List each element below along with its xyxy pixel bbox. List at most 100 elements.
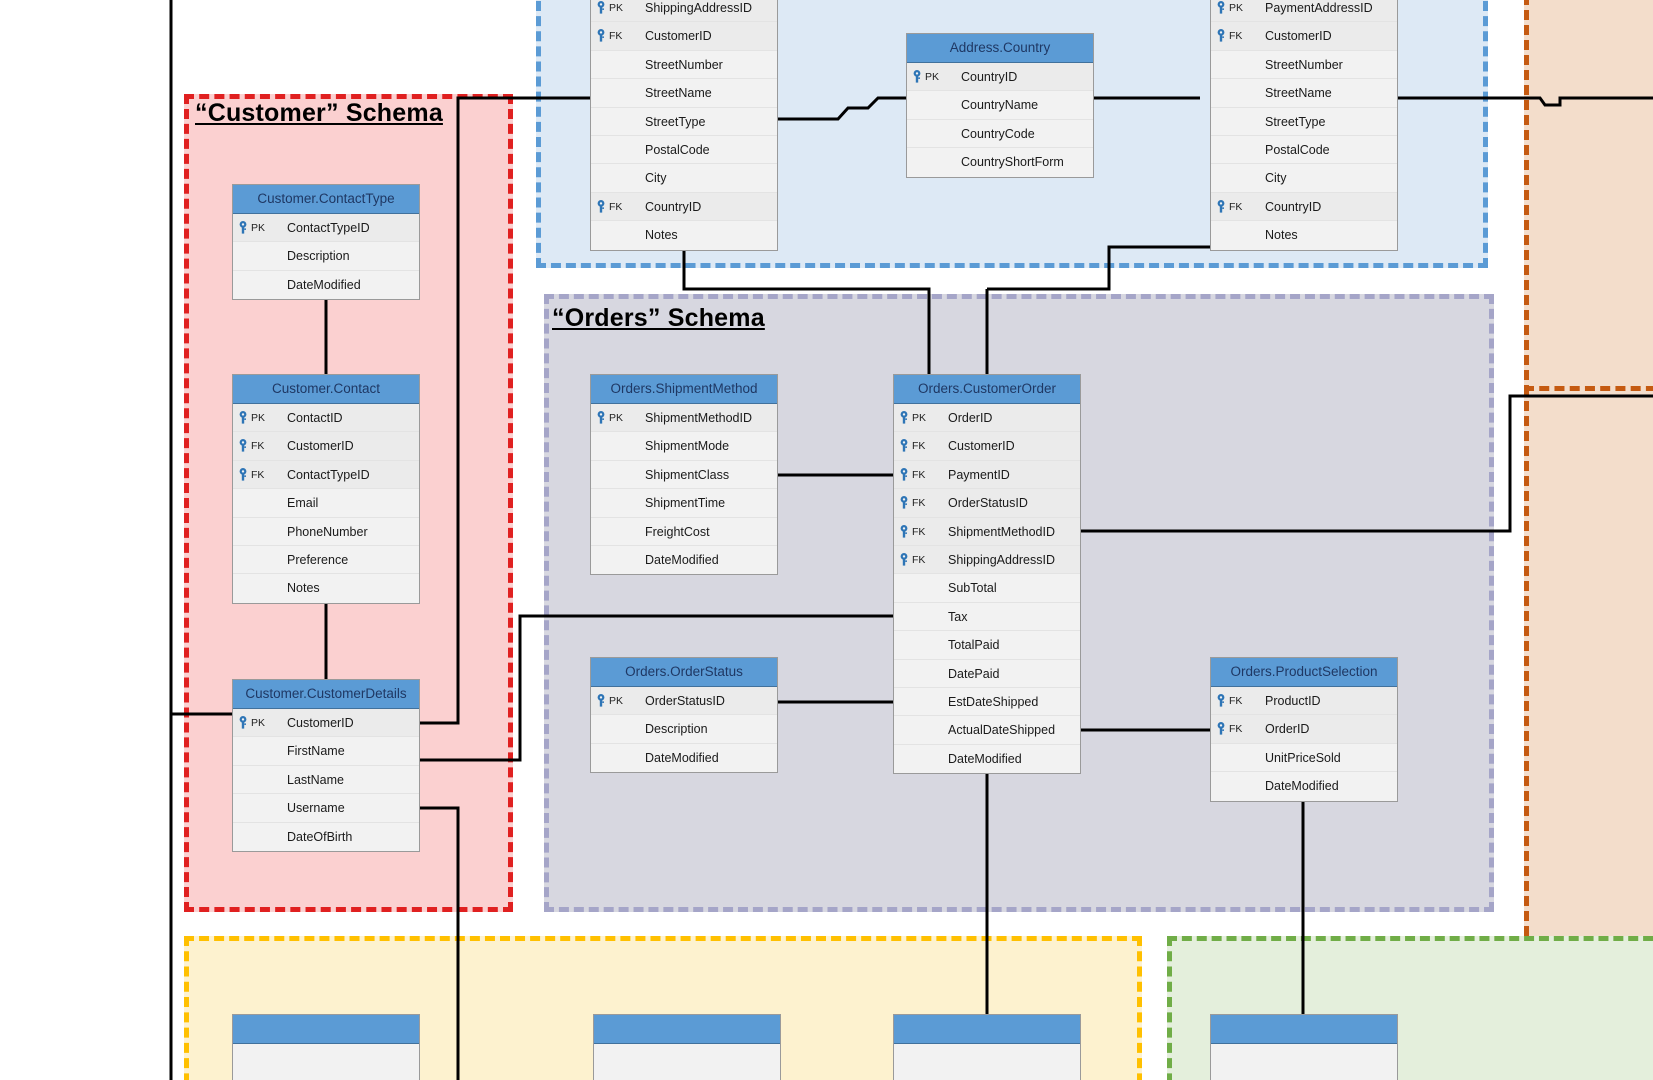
table-column-row[interactable]: PhoneNumber <box>233 518 419 546</box>
key-icon <box>597 693 608 707</box>
table-column-row[interactable]: PostalCode <box>1211 136 1397 165</box>
column-name: Preference <box>287 552 349 567</box>
table-column-row[interactable]: StreetType <box>591 108 777 136</box>
column-name: StreetType <box>1265 114 1326 129</box>
table-column-row[interactable]: Notes <box>233 574 419 602</box>
table-column-row[interactable]: Description <box>233 242 419 271</box>
table-column-row[interactable]: StreetNumber <box>591 51 777 80</box>
table-column-row[interactable]: CountryShortForm <box>907 148 1093 176</box>
table-product-partial-3[interactable] <box>893 1014 1081 1080</box>
table-payment-address[interactable]: Address.PaymentAddress PKPaymentAddressI… <box>1210 0 1398 251</box>
table-column-row[interactable]: DateModified <box>1211 772 1397 800</box>
table-column-row[interactable]: ShipmentTime <box>591 489 777 518</box>
table-column-row[interactable]: ShipmentClass <box>591 461 777 490</box>
table-column-row[interactable]: City <box>591 164 777 193</box>
column-name: CountryShortForm <box>961 155 1064 170</box>
key-icon <box>239 220 250 234</box>
column-name: Notes <box>287 581 320 596</box>
table-column-row[interactable]: ShipmentMode <box>591 432 777 461</box>
table-column-row[interactable]: StreetType <box>1211 108 1397 136</box>
table-column-row[interactable]: DateModified <box>233 271 419 299</box>
column-key-indicator: PK <box>597 404 643 431</box>
column-key-indicator: FK <box>900 461 946 488</box>
table-inventory-partial-1[interactable] <box>1210 1014 1398 1080</box>
table-column-row[interactable]: PostalCode <box>591 136 777 165</box>
column-name: CountryID <box>961 70 1018 84</box>
table-column-row[interactable]: DateOfBirth <box>233 823 419 851</box>
table-column-row[interactable]: StreetName <box>591 79 777 108</box>
table-column-row[interactable]: TotalPaid <box>894 631 1080 660</box>
table-column-row[interactable]: CountryCode <box>907 120 1093 149</box>
column-key-label: FK <box>609 30 623 43</box>
table-column-row[interactable]: City <box>1211 164 1397 193</box>
table-column-row[interactable]: FirstName <box>233 737 419 766</box>
table-column-row[interactable]: ActualDateShipped <box>894 716 1080 745</box>
table-column-row[interactable]: Email <box>233 489 419 518</box>
table-column-row[interactable]: Username <box>233 794 419 823</box>
table-column-row[interactable]: StreetName <box>1211 79 1397 108</box>
column-key-indicator: FK <box>1217 715 1263 742</box>
column-name: TotalPaid <box>948 638 1000 653</box>
table-column-row[interactable]: DateModified <box>591 744 777 772</box>
table-column-row[interactable]: LastName <box>233 766 419 795</box>
table-column-row[interactable]: CountryName <box>907 91 1093 120</box>
column-name: CustomerID <box>948 439 1015 454</box>
column-name: DateModified <box>645 750 719 765</box>
table-column-row[interactable]: Notes <box>1211 221 1397 249</box>
table-shipping-address[interactable]: Address.ShippingAddress PKShippingAddres… <box>590 0 778 251</box>
table-column-row[interactable]: StreetNumber <box>1211 51 1397 80</box>
table-column-row[interactable]: DateModified <box>894 745 1080 773</box>
column-name: DateModified <box>1265 779 1339 794</box>
table-product-partial-1[interactable] <box>232 1014 420 1080</box>
table-column-row[interactable]: DatePaid <box>894 660 1080 688</box>
key-icon <box>1217 199 1228 213</box>
key-icon <box>900 524 911 538</box>
table-column-row[interactable]: SubTotal <box>894 574 1080 603</box>
table-column-row[interactable]: Tax <box>894 603 1080 632</box>
column-key-indicator: PK <box>597 0 643 21</box>
table-column-row[interactable]: EstDateShipped <box>894 688 1080 717</box>
table-column-row[interactable]: FreightCost <box>591 518 777 546</box>
column-key-label: PK <box>251 717 266 729</box>
table-column-row[interactable]: Description <box>591 715 777 744</box>
column-name: ShipmentMethodID <box>948 524 1056 539</box>
column-key-label: PK <box>609 2 624 14</box>
table-column-row[interactable]: Preference <box>233 546 419 575</box>
table-column-row[interactable]: DateModified <box>591 546 777 574</box>
table-column-row[interactable]: Notes <box>591 221 777 249</box>
table-column-row[interactable]: UnitPriceSold <box>1211 744 1397 773</box>
table-product-partial-2[interactable] <box>593 1014 781 1080</box>
column-key-indicator: PK <box>239 709 285 736</box>
